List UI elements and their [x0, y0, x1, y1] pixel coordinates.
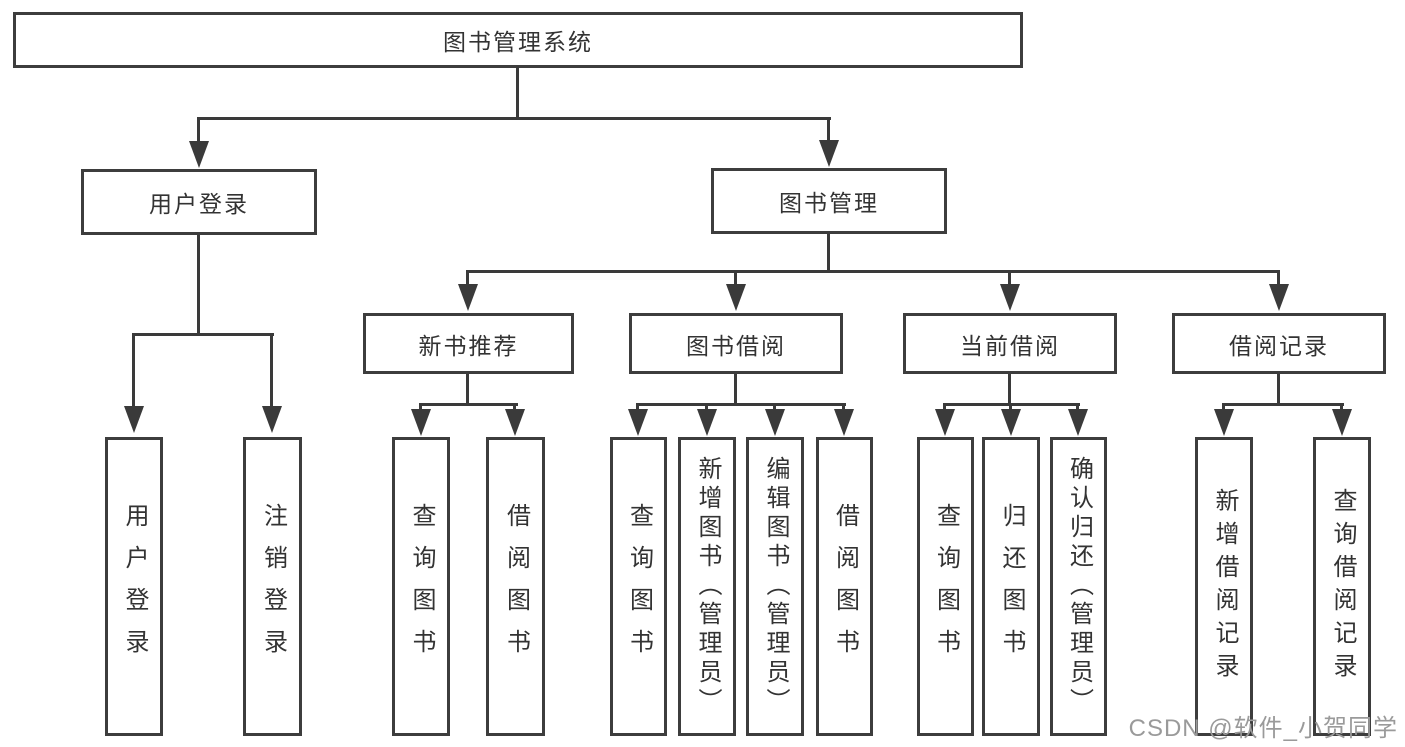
- arrowhead-down-icon: [458, 284, 478, 311]
- arrowhead-down-icon: [834, 409, 854, 436]
- connector-line: [705, 403, 708, 411]
- connector-line: [197, 235, 200, 336]
- leaf-query-borrow-record: 查询借阅记录: [1313, 437, 1371, 736]
- node-book-borrowing: 图书借阅: [629, 313, 843, 374]
- connector-line: [132, 333, 274, 336]
- connector-line: [419, 403, 422, 411]
- arrowhead-down-icon: [697, 409, 717, 436]
- connector-line: [466, 270, 469, 286]
- connector-line: [1277, 374, 1280, 406]
- connector-line: [466, 270, 1280, 273]
- node-new-book-recommend: 新书推荐: [363, 313, 574, 374]
- arrowhead-down-icon: [189, 141, 209, 168]
- connector-line: [636, 403, 846, 406]
- connector-line: [1008, 374, 1011, 406]
- connector-line: [419, 403, 518, 406]
- connector-line: [132, 333, 135, 407]
- node-book-management-label: 图书管理: [779, 190, 879, 216]
- node-root: 图书管理系统: [13, 12, 1023, 68]
- node-borrowing-records: 借阅记录: [1172, 313, 1386, 374]
- node-current-borrowing: 当前借阅: [903, 313, 1117, 374]
- connector-line: [827, 117, 830, 143]
- arrowhead-down-icon: [726, 284, 746, 311]
- leaf-logout: 注销登录: [243, 437, 302, 736]
- leaf-query-books-current: 查询图书: [917, 437, 974, 736]
- node-book-borrowing-label: 图书借阅: [686, 332, 786, 359]
- connector-line: [1222, 403, 1344, 406]
- connector-line: [636, 403, 639, 411]
- node-user-login-label: 用户登录: [149, 191, 249, 217]
- arrowhead-down-icon: [1001, 409, 1021, 436]
- arrowhead-down-icon: [1068, 409, 1088, 436]
- arrowhead-down-icon: [505, 409, 525, 436]
- node-new-book-recommend-label: 新书推荐: [418, 332, 519, 359]
- connector-line: [1009, 403, 1012, 411]
- watermark-text: CSDN @软件_小贺同学: [1128, 715, 1398, 742]
- connector-line: [943, 403, 946, 411]
- arrowhead-down-icon: [1000, 284, 1020, 311]
- connector-line: [1222, 403, 1225, 411]
- arrowhead-down-icon: [628, 409, 648, 436]
- connector-line: [734, 270, 737, 286]
- arrowhead-down-icon: [262, 406, 282, 433]
- arrowhead-down-icon: [935, 409, 955, 436]
- leaf-query-books-borrowing: 查询图书: [610, 437, 667, 736]
- node-book-management: 图书管理: [711, 168, 947, 234]
- leaf-user-login: 用户登录: [105, 437, 163, 736]
- leaf-confirm-return-admin: 确认归还（管理员）: [1050, 437, 1107, 736]
- arrowhead-down-icon: [1214, 409, 1234, 436]
- connector-line: [197, 117, 831, 120]
- node-root-label: 图书管理系统: [443, 29, 593, 55]
- connector-line: [270, 333, 273, 407]
- connector-line: [1076, 403, 1079, 411]
- connector-line: [1340, 403, 1343, 411]
- arrowhead-down-icon: [124, 406, 144, 433]
- leaf-query-books-recommend: 查询图书: [392, 437, 450, 736]
- connector-line: [773, 403, 776, 411]
- leaf-return-books: 归还图书: [982, 437, 1040, 736]
- connector-line: [1277, 270, 1280, 286]
- connector-line: [734, 374, 737, 406]
- arrowhead-down-icon: [819, 140, 839, 167]
- node-user-login: 用户登录: [81, 169, 317, 235]
- leaf-add-books-admin: 新增图书（管理员）: [678, 437, 736, 736]
- leaf-edit-books-admin: 编辑图书（管理员）: [746, 437, 804, 736]
- connector-line: [513, 403, 516, 411]
- connector-line: [842, 403, 845, 411]
- leaf-add-borrow-record: 新增借阅记录: [1195, 437, 1253, 736]
- arrowhead-down-icon: [1269, 284, 1289, 311]
- leaf-borrow-books-borrowing: 借阅图书: [816, 437, 873, 736]
- arrowhead-down-icon: [765, 409, 785, 436]
- arrowhead-down-icon: [1332, 409, 1352, 436]
- connector-line: [197, 117, 200, 143]
- node-current-borrowing-label: 当前借阅: [960, 332, 1060, 359]
- connector-line: [1008, 270, 1011, 286]
- connector-line: [827, 234, 830, 273]
- arrowhead-down-icon: [411, 409, 431, 436]
- node-borrowing-records-label: 借阅记录: [1229, 332, 1329, 359]
- connector-line: [516, 66, 519, 120]
- leaf-borrow-books-recommend: 借阅图书: [486, 437, 545, 736]
- connector-line: [466, 374, 469, 406]
